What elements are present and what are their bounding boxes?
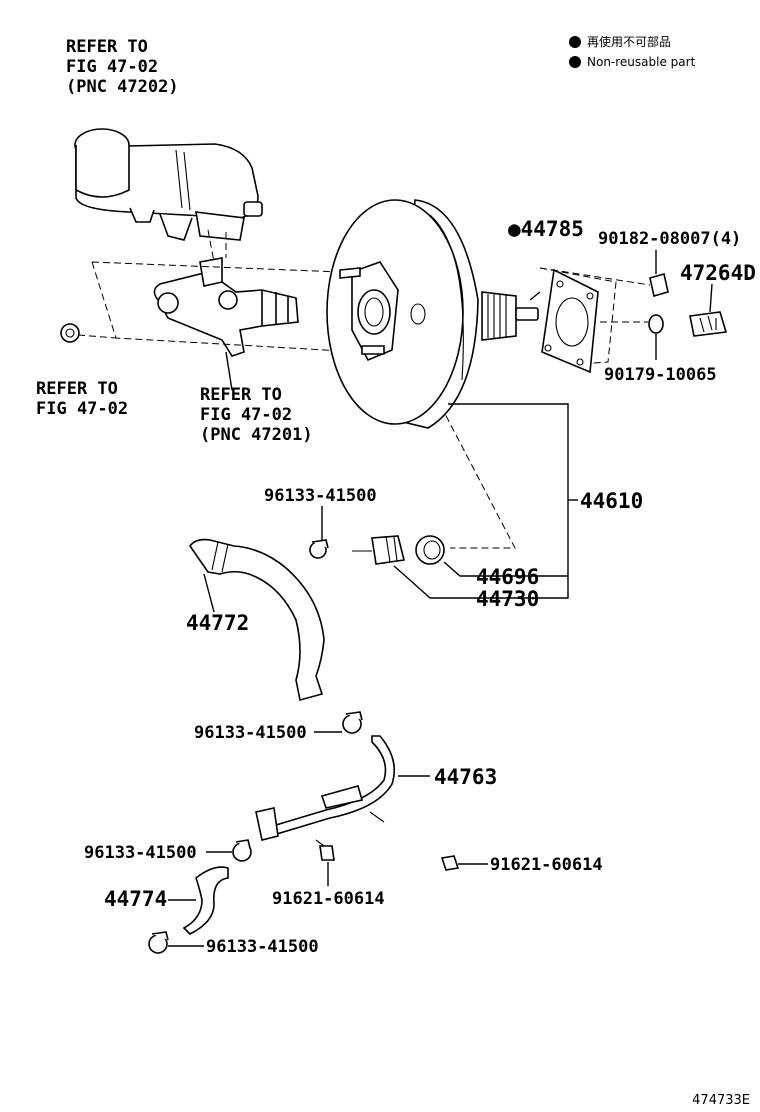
label-44772: 44772: [186, 611, 249, 635]
vacuum-pipe-44763: [255, 735, 396, 841]
label-44730: 44730: [476, 587, 539, 611]
label-96133-41500-bottom: 96133-41500: [206, 937, 319, 957]
label-90182-08007: 90182-08007(4): [598, 229, 741, 249]
label-44696: 44696: [476, 565, 539, 589]
label-96133-41500-low: 96133-41500: [84, 843, 197, 863]
ref-reservoir: REFER TO FIG 47-02 (PNC 47202): [66, 37, 179, 97]
vacuum-hose-44774: [182, 866, 229, 935]
hose-clamp-low: [232, 839, 252, 862]
non-reusable-marker-icon: [569, 36, 581, 48]
ref-master-cylinder: REFER TO FIG 47-02 (PNC 47201): [200, 385, 313, 445]
label-90179-10065: 90179-10065: [604, 365, 717, 385]
legend: 再使用不可部品 Non-reusable part: [569, 34, 696, 69]
ref-cap-line2: FIG 47-02: [36, 399, 128, 419]
ref-reservoir-line1: REFER TO: [66, 37, 148, 57]
ref-cap: REFER TO FIG 47-02: [36, 379, 128, 419]
hose-clamp-top: [309, 539, 329, 559]
image-code: 474733E: [692, 1093, 750, 1108]
bolt-91621-b: [440, 855, 460, 871]
assembly-dash-lines: [77, 229, 651, 549]
label-91621-60614-a: 91621-60614: [272, 889, 385, 909]
label-96133-41500-top: 96133-41500: [264, 486, 377, 506]
vacuum-check-valve: [352, 535, 405, 565]
ref-cap-line1: REFER TO: [36, 379, 118, 399]
non-reusable-marker-icon-en: [569, 56, 581, 68]
reservoir-cap-part: [60, 323, 80, 343]
hose-clamp-bottom: [148, 931, 169, 954]
master-cylinder: [153, 257, 299, 357]
leader-lines: [168, 250, 713, 947]
label-91621-60614-b: 91621-60614: [490, 855, 603, 875]
nut-part: [649, 272, 669, 298]
clevis-part: [648, 314, 664, 334]
ref-reservoir-line3: (PNC 47202): [66, 77, 179, 97]
label-44610: 44610: [580, 489, 643, 513]
ref-reservoir-line2: FIG 47-02: [66, 57, 158, 77]
label-44774: 44774: [104, 887, 167, 911]
label-96133-41500-mid: 96133-41500: [194, 723, 307, 743]
ref-mc-line1: REFER TO: [200, 385, 282, 405]
booster-grommet: [415, 535, 445, 565]
ref-mc-line2: FIG 47-02: [200, 405, 292, 425]
label-44763: 44763: [434, 765, 497, 789]
bracket-47264D: [689, 311, 728, 337]
part-labels: ●44785 90182-08007(4) 47264D 90179-10065…: [84, 217, 756, 957]
ref-mc-line3: (PNC 47201): [200, 425, 313, 445]
label-44785: ●44785: [508, 217, 584, 241]
booster-gasket: [541, 268, 599, 374]
legend-jp: 再使用不可部品: [587, 34, 671, 49]
reservoir-tank: [74, 128, 263, 241]
bolt-91621-a: [315, 839, 335, 861]
legend-en: Non-reusable part: [587, 55, 696, 69]
vacuum-hose-44772: [189, 538, 325, 701]
label-47264D: 47264D: [680, 261, 756, 285]
hose-clamp-mid: [342, 711, 363, 734]
brake-booster: [326, 199, 539, 429]
